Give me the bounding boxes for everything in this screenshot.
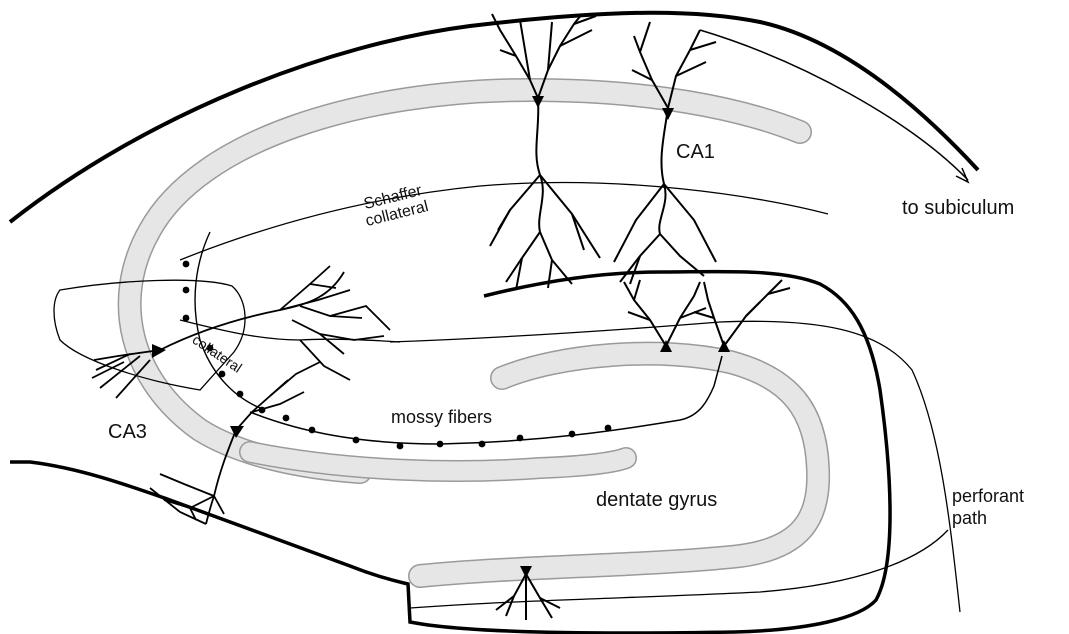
dentate-gyrus-label: dentate gyrus: [596, 490, 717, 510]
dentate-granule-cell-left: [624, 280, 706, 346]
ca1-soma-right: [662, 108, 674, 120]
perforant-label-line2: path: [952, 508, 1024, 530]
mossy-fiber-axon: [250, 356, 722, 444]
schaffer-collateral-axon: [195, 232, 260, 408]
to-subiculum-label: to subiculum: [902, 198, 1014, 218]
perforant-label-line1: perforant: [952, 486, 1024, 508]
ca3-soma-upper: [152, 344, 166, 358]
ca1-neuron-left: [490, 14, 600, 290]
outer-boundary-top: [10, 13, 978, 222]
ca3-label: CA3: [108, 422, 147, 442]
ca3-tail-layer-fill: [250, 452, 626, 471]
perforant-path-label: perforant path: [952, 486, 1024, 529]
dentate-granule-cell-right: [694, 280, 790, 346]
mossy-fibers-label: mossy fibers: [391, 408, 492, 426]
ca1-label: CA1: [676, 142, 715, 162]
